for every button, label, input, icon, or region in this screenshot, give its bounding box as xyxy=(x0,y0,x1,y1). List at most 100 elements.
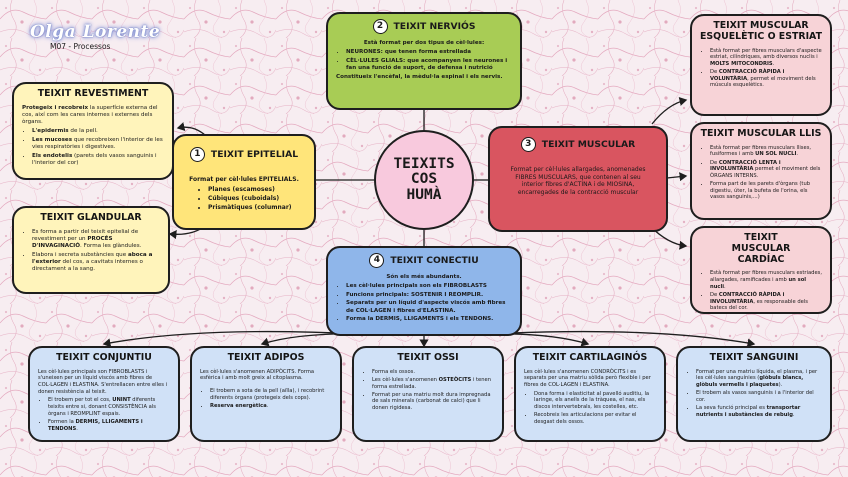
revestiment-item-text: de la pell. xyxy=(68,128,98,135)
revestiment-item-text: (parets dels vasos sanguinis i l'interio… xyxy=(32,152,157,166)
conjuntiu-list: El trobem per tot el cos, UNINT diferent… xyxy=(38,397,170,432)
adipos-intro: Les cèl·lules s'anomenen ADIPÒCITS. Form… xyxy=(200,368,315,382)
cardiac-title: TEIXIT MUSCULAR CARDÍAC xyxy=(731,232,791,265)
llis-item: De CONTRACCIÓ LENTA i INVOLUNTÀRIA perme… xyxy=(710,160,822,180)
muscular-title: TEIXIT MUSCULAR xyxy=(541,138,636,150)
cardiac-list: Està format per fibres musculars estriad… xyxy=(700,270,822,311)
adipos-item: Reserva energètica. xyxy=(210,403,332,410)
esqueletic-item-text: De xyxy=(710,69,719,76)
epitelial-list: Planes (escamoses) Cúbiques (cuboidals) … xyxy=(182,186,306,212)
nervios-intro: Està format per dos tipus de cèl·lules: xyxy=(363,40,485,46)
sanguini-list: Format per una matriu líquida, el plasma… xyxy=(686,369,822,419)
cardiac-item-text: , es responsable dels batecs del cor. xyxy=(710,298,808,312)
nervios-item: NEURONES: que tenen forma estrellada xyxy=(346,49,512,56)
epitelial-item: Prismàtiques (columnar) xyxy=(208,204,306,212)
glandular-item-bold: aboca a l'exterior xyxy=(32,251,153,265)
esqueletic-item: Està format per fibres musculars d'aspec… xyxy=(710,48,822,68)
node-teixit-glandular[interactable]: TEIXIT GLANDULAR Es forma a partir del t… xyxy=(12,206,170,294)
ossi-item: Format per una matriu molt dura impregna… xyxy=(372,392,494,412)
epitelial-number: 1 xyxy=(189,147,205,162)
revestiment-item: Les mucoses que recobreixen l'interior d… xyxy=(32,137,164,151)
llis-list: Està format per fibres musculars llises,… xyxy=(700,145,822,201)
node-teixit-muscular[interactable]: 3 TEIXIT MUSCULAR Format per cèl·lules a… xyxy=(488,126,668,232)
ossi-item-text: Les cèl·lules s'anomenen xyxy=(372,376,439,383)
conectiu-number: 4 xyxy=(369,253,385,268)
llis-item-bold: UN SOL NUCLI xyxy=(755,151,797,158)
llis-item: Està format per fibres musculars llises,… xyxy=(710,145,822,158)
adipos-title: TEIXIT ADIPOS xyxy=(227,352,305,363)
cartilaginos-intro: Les cèl·lules s'anomenen CONDRÒCITS i es… xyxy=(524,368,651,389)
node-teixit-sanguini[interactable]: TEIXIT SANGUINI Format per una matriu lí… xyxy=(676,346,832,442)
conectiu-title: TEIXIT CONECTIU xyxy=(390,254,479,266)
node-teixit-revestiment[interactable]: TEIXIT REVESTIMENT Protegeix i recobreix… xyxy=(12,82,174,180)
ossi-item-text: Forma els ossos. xyxy=(372,368,415,375)
llis-item-text: Està format per fibres musculars llises,… xyxy=(710,144,812,158)
esqueletic-title: TEIXIT MUSCULAR ESQUELÈTIC O ESTRIAT xyxy=(700,20,822,42)
revestiment-title: TEIXIT REVESTIMENT xyxy=(37,88,149,99)
revestiment-intro: Protegeix i recobreix la superfície exte… xyxy=(22,105,164,126)
conjuntiu-item-text: diferents teixits entre si, donant CONSI… xyxy=(48,397,156,417)
nervios-item: CÈL·LULES GLIALS: que acompanyen les neu… xyxy=(346,58,512,72)
llis-item: Forma part de les parets d'òrgans (tub d… xyxy=(710,181,822,201)
sanguini-item-text: . xyxy=(792,411,795,418)
ossi-item: Les cèl·lules s'anomenen OSTEÒCITS i ten… xyxy=(372,377,494,390)
cardiac-item: De CONTRACCIÓ RÀPIDA i INVOLUNTÀRIA, es … xyxy=(710,292,822,312)
node-muscular-llis[interactable]: TEIXIT MUSCULAR LLIS Està format per fib… xyxy=(690,122,832,220)
llis-item-text: De xyxy=(710,159,719,166)
llis-item-text: permet el moviment dels ÒRGANS INTERNS. xyxy=(710,166,821,179)
conectiu-item: Forma la DERMIS, LLIGAMENTS i els TENDON… xyxy=(346,316,512,323)
node-muscular-esqueletic[interactable]: TEIXIT MUSCULAR ESQUELÈTIC O ESTRIAT Est… xyxy=(690,14,832,116)
sanguini-item: Format per una matriu líquida, el plasma… xyxy=(696,369,822,389)
cardiac-item-text: Està format per fibres musculars estriad… xyxy=(710,270,822,284)
nervios-title: TEIXIT NERVIÓS xyxy=(393,20,476,32)
node-teixit-nervios[interactable]: 2 TEIXIT NERVIÓS Està format per dos tip… xyxy=(326,12,522,110)
adipos-item-text: El trobem a sota de la pell (aïlla), i r… xyxy=(210,388,325,401)
adipos-item-bold: Reserva energètica xyxy=(210,402,267,409)
glandular-item: Elabora i secreta substàncies que aboca … xyxy=(32,252,160,273)
glandular-item: Es forma a partir del teixit epitelial d… xyxy=(32,229,160,250)
cartilaginos-list: Dona forma i elasticitat al pavelló audi… xyxy=(524,391,656,426)
esqueletic-item: De CONTRACCIÓ RÀPIDA i VOLUNTÀRIA, perme… xyxy=(710,69,822,89)
course-subtitle: M07 - Processos xyxy=(50,42,111,51)
ossi-item-text: Format per una matriu molt dura impregna… xyxy=(372,391,491,412)
cartilaginos-item: Dona forma i elasticitat al pavelló audi… xyxy=(534,391,656,411)
cardiac-item-bold: un sol nucli xyxy=(710,277,807,290)
llis-item-text: Forma part de les parets d'òrgans (tub d… xyxy=(710,181,811,201)
llis-item-bold: CONTRACCIÓ LENTA i INVOLUNTÀRIA xyxy=(710,159,781,173)
conectiu-item: Les cèl·lules principals son els FIBROBL… xyxy=(346,283,512,290)
sanguini-item-bold: transportar nutrients i substàncies de r… xyxy=(696,405,801,418)
esqueletic-item-bold: MOLTS MITOCONDRIS xyxy=(710,60,773,67)
conectiu-item-first: Són els més abundants. xyxy=(386,274,462,280)
node-teixit-conjuntiu[interactable]: TEIXIT CONJUNTIU Les cèl·lules principal… xyxy=(28,346,180,442)
node-teixit-epitelial[interactable]: 1 TEIXIT EPITELIAL Format per cèl·lules … xyxy=(172,134,316,230)
author-logo: Olga Lorente xyxy=(30,22,161,42)
node-muscular-cardiac[interactable]: TEIXIT MUSCULAR CARDÍAC Està format per … xyxy=(690,226,832,314)
node-teixit-conectiu[interactable]: 4 TEIXIT CONECTIU Són els més abundants.… xyxy=(326,246,522,336)
conjuntiu-item-text: Formen la xyxy=(48,418,76,425)
conjuntiu-title: TEIXIT CONJUNTIU xyxy=(56,352,152,363)
epitelial-item: Cúbiques (cuboidals) xyxy=(208,195,306,203)
glandular-title: TEIXIT GLANDULAR xyxy=(40,212,142,223)
nervios-list: NEURONES: que tenen forma estrellada CÈL… xyxy=(336,49,512,72)
cartilaginos-item-text: Dona forma i elasticitat al pavelló audi… xyxy=(534,390,650,411)
revestiment-intro-rest: la superfície externa del cos, així com … xyxy=(22,104,158,126)
cartilaginos-item: Recobreix les articulacions per evitar e… xyxy=(534,412,656,425)
node-teixit-ossi[interactable]: TEIXIT OSSI Forma els ossos. Les cèl·lul… xyxy=(352,346,504,442)
conectiu-header: 4 TEIXIT CONECTIU xyxy=(336,253,512,268)
node-teixit-adipos[interactable]: TEIXIT ADIPOS Les cèl·lules s'anomenen A… xyxy=(190,346,342,442)
muscular-header: 3 TEIXIT MUSCULAR xyxy=(498,137,658,152)
node-teixit-cartilaginos[interactable]: TEIXIT CARTILAGINÓS Les cèl·lules s'anom… xyxy=(514,346,666,442)
revestiment-list: L'epidermis de la pell. Les mucoses que … xyxy=(22,128,164,167)
sanguini-item: El trobem als vasos sanguinis i a l'inte… xyxy=(696,390,822,403)
esqueletic-item-text: . xyxy=(772,60,775,67)
glandular-item-text: del cos, a cavitats internes o directame… xyxy=(32,258,143,273)
epitelial-title: TEIXIT EPITELIAL xyxy=(210,148,299,160)
glandular-item-text: Elabora i secreta substàncies que xyxy=(32,251,128,258)
cardiac-item-text: . xyxy=(724,283,726,290)
glandular-item-text: Es forma a partir del teixit epitelial d… xyxy=(32,228,139,242)
center-node[interactable]: TEIXITS COS HUMÀ xyxy=(374,130,474,230)
conjuntiu-item: Formen la DERMIS, LLIGAMENTS i TENDONS. xyxy=(48,419,170,432)
sanguini-item-bold: glòbuls blancs, glòbuls vermells i plaqu… xyxy=(696,375,804,389)
nervios-header: 2 TEIXIT NERVIÓS xyxy=(336,19,512,34)
revestiment-item: Els endotelis (parets dels vasos sanguin… xyxy=(32,153,164,167)
